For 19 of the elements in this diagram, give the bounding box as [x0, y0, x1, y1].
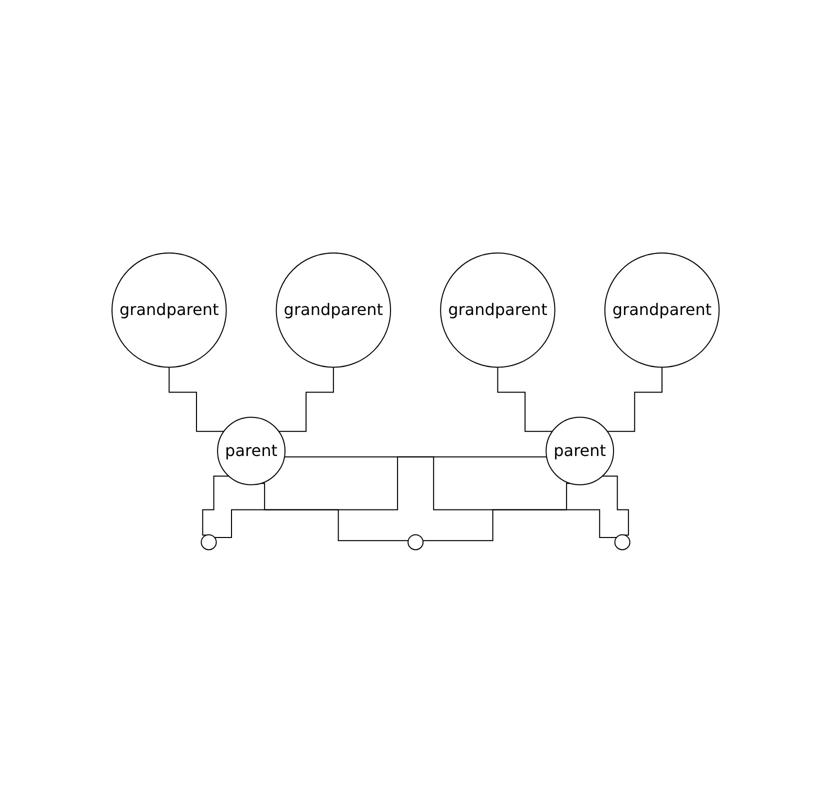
connector [260, 482, 409, 541]
node-circle: grandparent [276, 252, 391, 368]
node-circle: parent [217, 416, 286, 485]
node-circle [614, 534, 630, 550]
connector [202, 475, 230, 536]
connector [168, 366, 224, 432]
connector [284, 456, 617, 538]
node-circle: parent [546, 416, 614, 485]
connector [497, 366, 553, 432]
node-circle: grandparent [440, 252, 556, 368]
node-circle [200, 534, 217, 550]
connector [422, 482, 571, 541]
node-circle [408, 534, 424, 550]
node-circle: grandparent [111, 252, 227, 368]
node-circle: grandparent [604, 252, 720, 368]
connector [278, 366, 334, 432]
connector [606, 366, 662, 432]
connector [602, 475, 629, 536]
connector [214, 456, 548, 538]
